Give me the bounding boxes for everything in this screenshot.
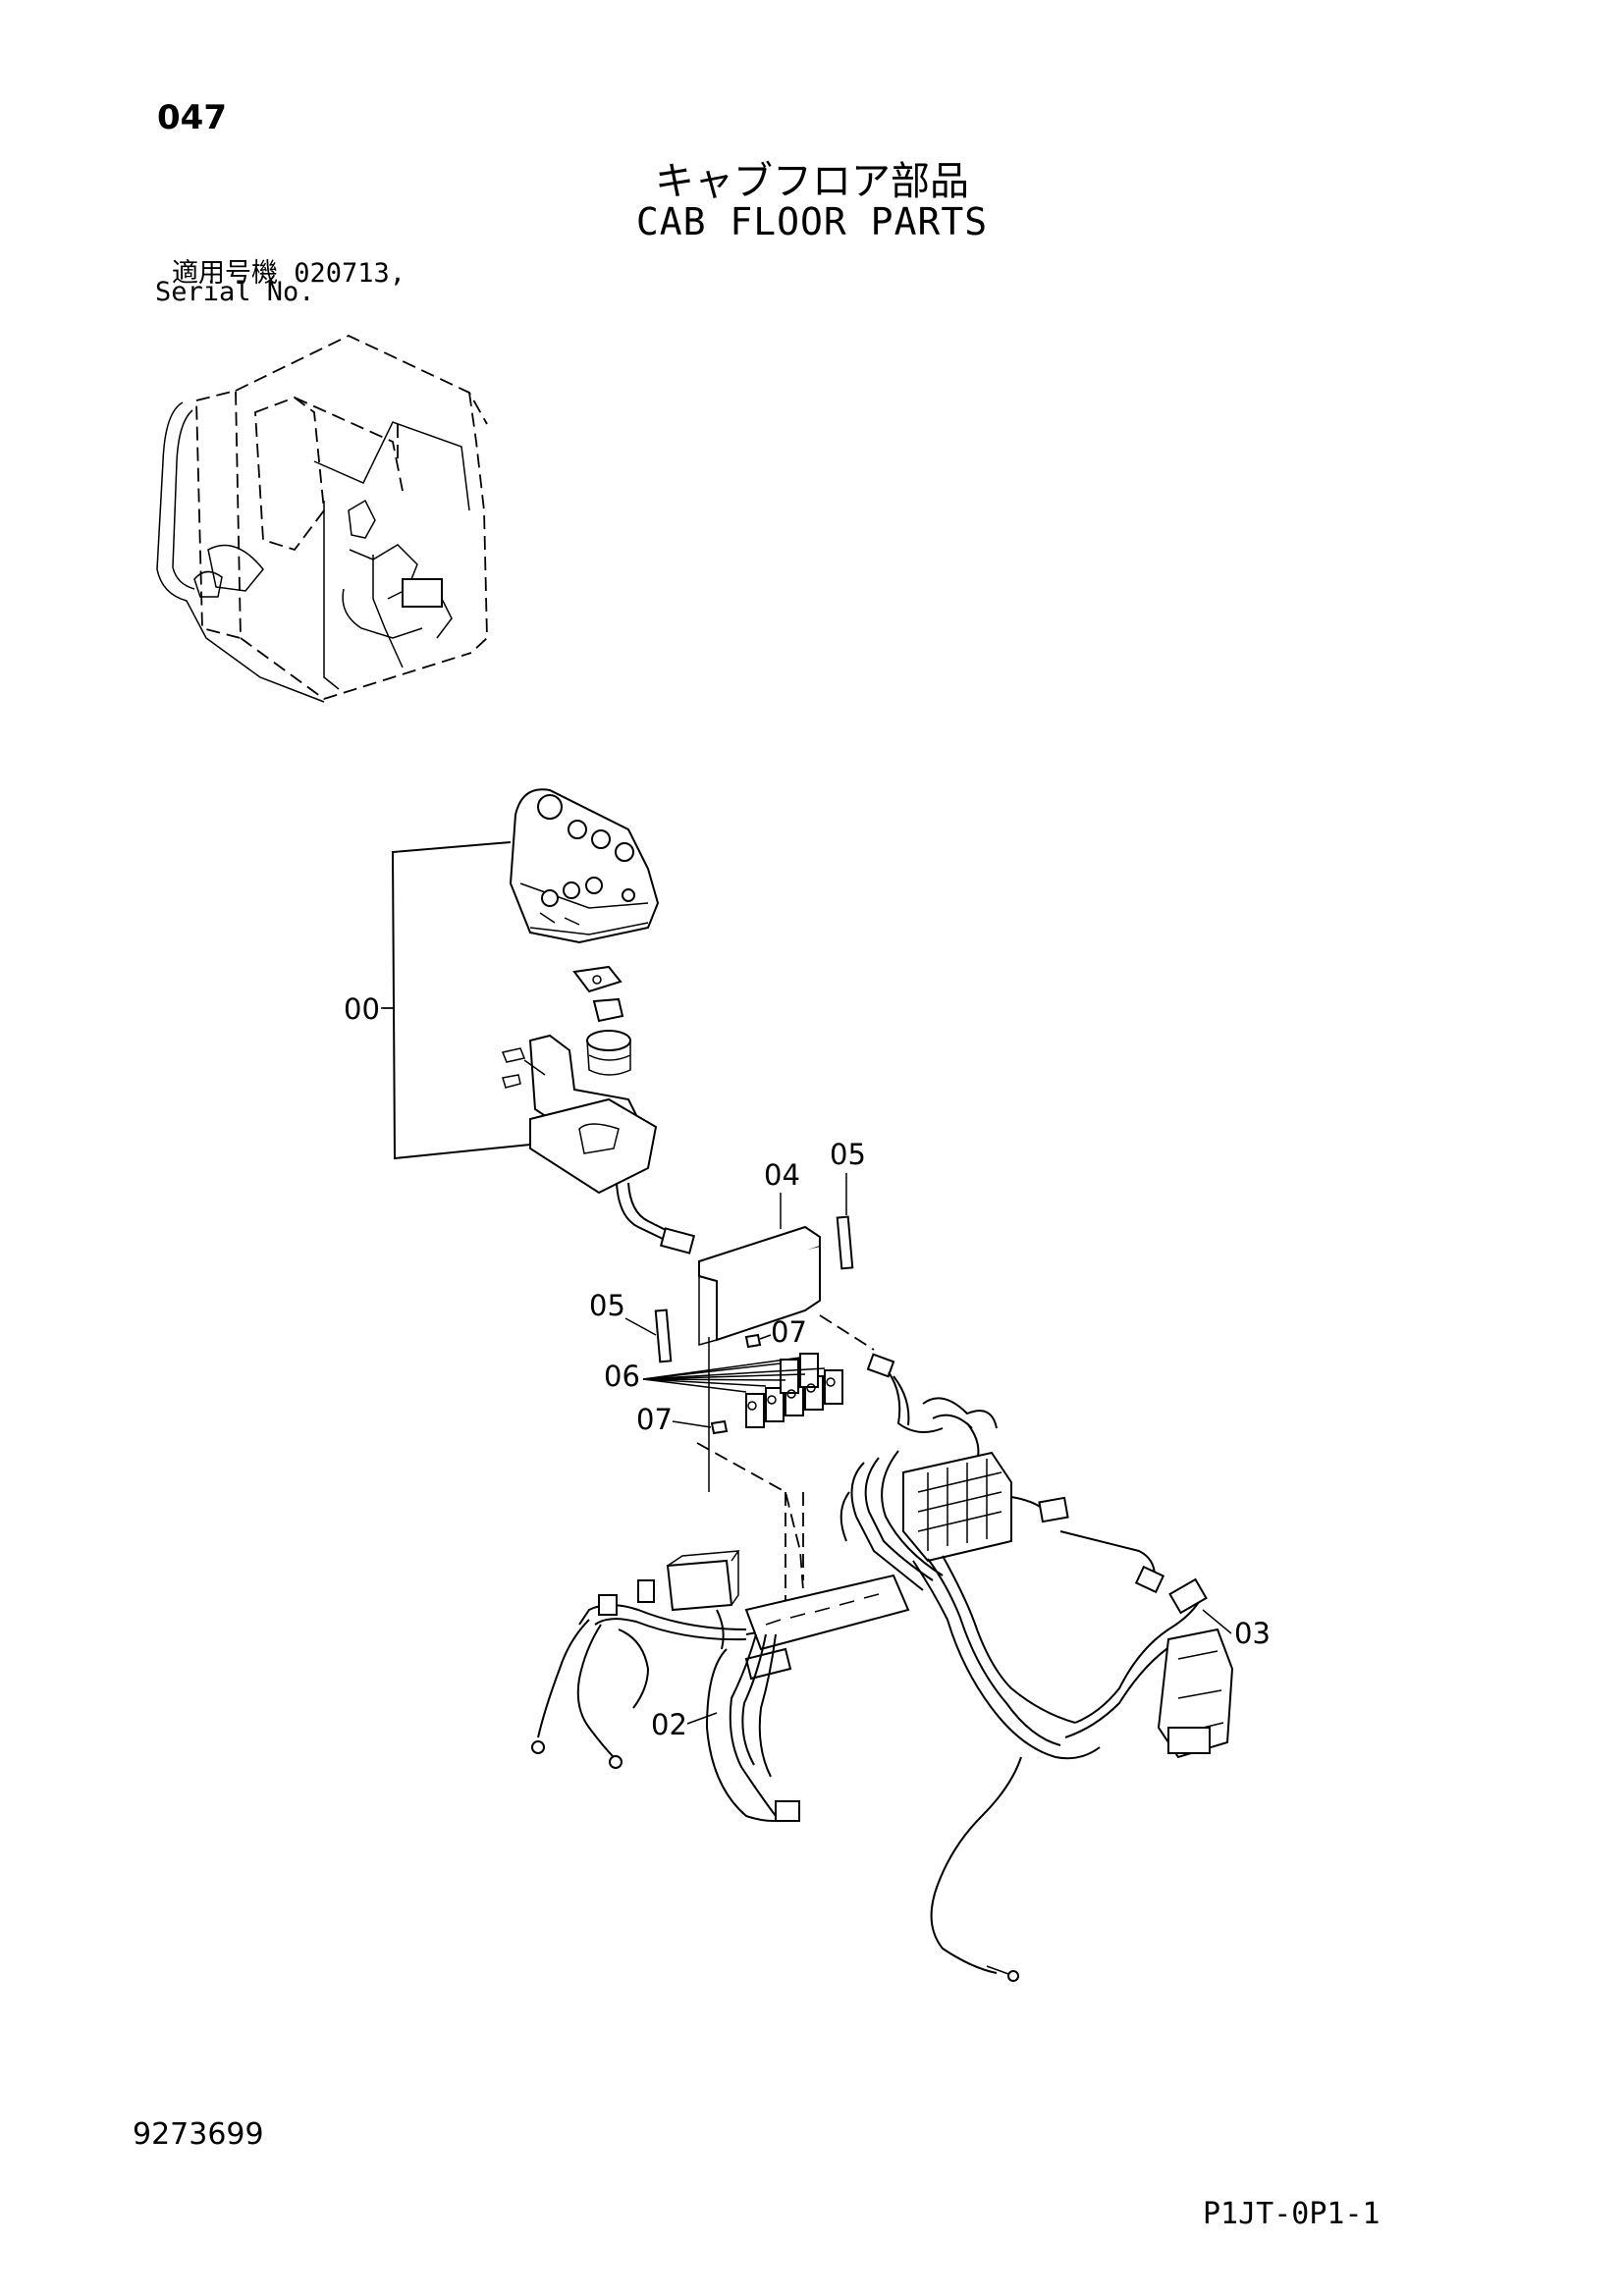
switch-panel-part [509,788,660,944]
cab-location-illustration [156,335,488,703]
callout-05-lower: 05 [589,1289,625,1322]
callout-06: 06 [604,1360,640,1393]
serial-value: 020713, [294,258,406,289]
callout-04: 04 [764,1158,800,1192]
relay-parts [710,1333,843,1435]
callout-00: 00 [344,992,380,1026]
callout-labels: 00 04 05 05 07 06 07 03 02 [344,992,1271,1741]
page-title-english: CAB FLOOR PARTS [635,200,989,243]
callout-07-upper: 07 [771,1315,807,1349]
leader-lines [381,1007,1232,1725]
callout-07-lower: 07 [636,1403,673,1436]
callout-05-upper: 05 [830,1138,866,1171]
page-title-japanese: キャブフロア部品 [655,159,969,204]
callout-02: 02 [651,1708,687,1741]
main-wiring-harness-part [531,1353,1234,1982]
page-number: 047 [157,98,227,137]
serial-label-japanese: 適用号機 [172,258,278,289]
bracket-harness [616,1182,696,1255]
relay-bracket-part [698,1225,821,1492]
serial-number-line: 適用号機 020713, [172,251,406,290]
drawing-code: P1JT-0P1-1 [1203,2197,1380,2231]
serial-label-english: Serial No. [155,277,315,307]
document-number: 9273699 [133,2117,264,2152]
mounting-bracket-part [501,1034,658,1195]
spacer-parts [654,1215,854,1363]
callout-03: 03 [1234,1617,1271,1650]
key-switch-part [572,965,631,1076]
